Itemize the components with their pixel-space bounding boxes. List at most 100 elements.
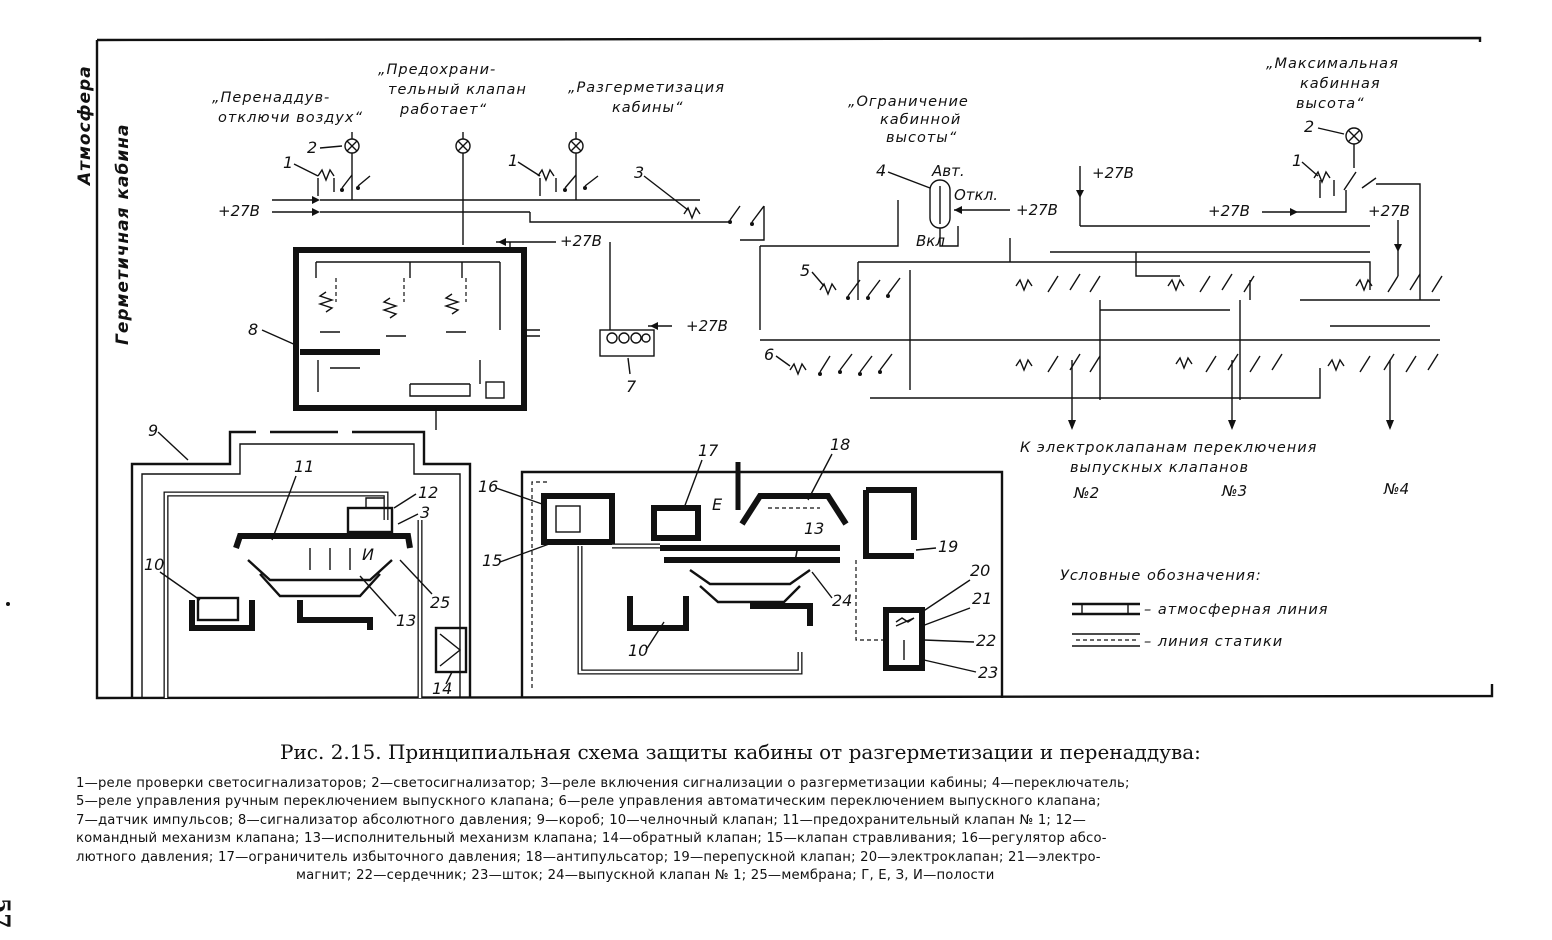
legend-line-1: 1—реле проверки светосигнализаторов; 2—с… [76, 776, 1130, 791]
annunciator-safety-line1: „Предохрани- [378, 62, 496, 78]
arrowhead-r3 [1394, 244, 1402, 252]
leader-25 [399, 559, 433, 595]
legend-line-6: магнит; 22—сердечник; 23—шток; 24—выпуск… [296, 868, 995, 884]
leader-11 [271, 475, 297, 541]
leader-1b [517, 161, 541, 177]
legend-line-2: 5—реле управления ручным переключением в… [76, 794, 1101, 810]
leader-3-bot [397, 513, 419, 525]
leader-3-top [643, 175, 689, 211]
frame-top [96, 36, 1482, 42]
legend-line-5: лютного давления; 17—ограничитель избыто… [76, 849, 1101, 865]
label-12: 12 [418, 483, 438, 502]
legend-title: Условные обозначения: [1060, 568, 1262, 584]
lamp-icon [344, 127, 1363, 154]
valve-11-membrane [247, 559, 393, 598]
power-block8: +27В [560, 232, 602, 250]
legend-atmo-ticks [1081, 604, 1129, 614]
label-9: 9 [148, 421, 158, 440]
label-18: 18 [830, 435, 850, 454]
block-8-sensor [485, 381, 505, 399]
switch4-off: Откл. [954, 186, 998, 204]
shuttle-valve-10a [196, 596, 240, 622]
bypass-19 [863, 487, 917, 559]
leader-5 [811, 271, 825, 287]
label-15: 15 [482, 551, 502, 570]
pulse-sensor-coils [606, 332, 651, 344]
annunciator-max-line3: высота“ [1296, 96, 1365, 112]
label-3-bot: 3 [420, 503, 430, 522]
mechanism-12-stem [365, 497, 384, 508]
box-right [520, 470, 1004, 698]
label-23: 23 [978, 663, 998, 682]
leader-9 [157, 431, 189, 461]
leader-4 [887, 171, 931, 189]
power-switch4: +27В [1016, 201, 1058, 219]
relay-bank-upper [1015, 273, 1443, 293]
figure-legend: 1—реле проверки светосигнализаторов; 2—с… [76, 775, 1522, 885]
relay-3 [683, 205, 765, 226]
leader-8 [261, 329, 299, 347]
leader-1c [1301, 161, 1319, 177]
cavity-I: И [362, 545, 374, 564]
lamp-leads [351, 132, 577, 139]
label-22: 22 [976, 631, 996, 650]
label-14: 14 [432, 679, 452, 698]
legend-atmo: – атмосферная линия [1144, 602, 1329, 618]
block-8-chamber [409, 384, 471, 397]
block-8-lower [317, 360, 481, 392]
arrowhead-r2 [1290, 208, 1298, 216]
leader-2a [319, 145, 343, 149]
leader-18 [807, 453, 833, 501]
check-valve-14 [434, 626, 468, 674]
annunciator-safety-line2: тельный клапан [388, 82, 527, 98]
power-7: +27В [686, 317, 728, 335]
harness-secondary [1009, 238, 1370, 277]
frame-left-bottom [95, 40, 1494, 700]
power-right-2: +27В [1208, 202, 1250, 220]
label-3-top: 3 [634, 163, 644, 182]
label-2c: 2 [1304, 117, 1314, 136]
annunciator-safety-line3: работает“ [399, 102, 487, 118]
label-21: 21 [972, 589, 992, 608]
label-1c: 1 [1292, 151, 1302, 170]
box-9 [130, 430, 472, 698]
relay-bank-lower [1015, 353, 1439, 373]
sealed-cabin-label: Герметичная кабина [113, 124, 133, 345]
leader-24 [811, 571, 833, 599]
leader-23 [923, 659, 977, 673]
annunciator-limit-line1: „Ограничение [848, 94, 969, 110]
cavity-G: Г [794, 545, 804, 564]
label-11: 11 [294, 457, 314, 476]
leader-20 [921, 579, 971, 613]
leader-12 [393, 493, 417, 509]
static-right [531, 481, 548, 688]
leader-13a [359, 575, 397, 617]
label-10b: 10 [628, 641, 648, 660]
annunciator-limit-line2: кабинной [880, 112, 961, 128]
output-lines [1071, 360, 1391, 428]
annunciator-max-line2: кабинная [1300, 76, 1381, 92]
annunciator-max-line1: „Максимальная [1266, 56, 1399, 72]
legend-line-3: 7—датчик импульсов; 8—сигнализатор абсол… [76, 812, 1087, 828]
leader-2c [1317, 127, 1345, 135]
regulator-16-inner [555, 505, 581, 533]
relay-1-left [317, 168, 371, 196]
outlet-note-line1: К электроклапанам переключения [1020, 440, 1317, 456]
label-6: 6 [764, 345, 774, 364]
arrowhead-r1 [1076, 190, 1084, 198]
solenoid-valve-20 [883, 607, 925, 671]
label-13a: 13 [396, 611, 416, 630]
label-7: 7 [626, 377, 637, 396]
pulse-sensor-7 [599, 329, 655, 357]
leader-7 [627, 357, 631, 375]
relay-1-right-wires [1300, 183, 1421, 300]
solenoid-static [855, 560, 886, 641]
valve-no-2: №2 [1073, 484, 1099, 502]
check-valve-14-symbol [439, 633, 462, 667]
leader-19 [915, 547, 937, 551]
switch4-out [939, 226, 959, 247]
block-8-connector [524, 329, 540, 337]
label-1a: 1 [283, 153, 293, 172]
page-number: 57 [0, 898, 14, 929]
regulator-pipe-inner [578, 544, 802, 674]
